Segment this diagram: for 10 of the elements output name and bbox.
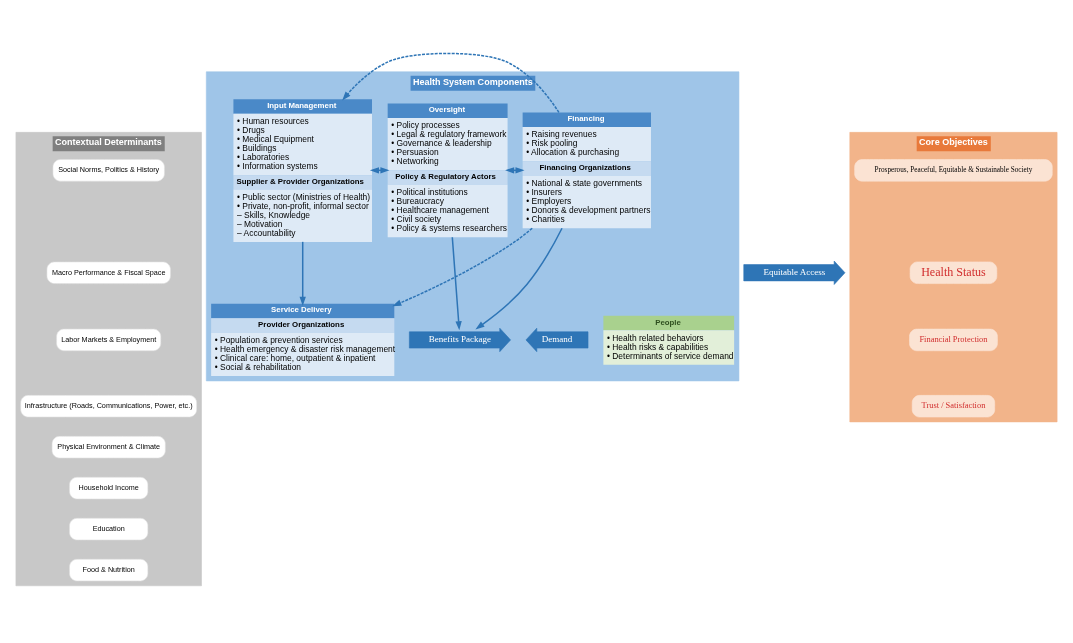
arrow <box>342 52 560 113</box>
node-box: Health Status <box>909 261 998 284</box>
node-box: Financial Protection <box>909 328 998 351</box>
arrow <box>451 236 462 330</box>
arrow <box>299 240 306 306</box>
node-box: Trust / Satisfaction <box>911 394 996 417</box>
arrow <box>392 226 533 306</box>
arrow <box>369 166 390 173</box>
arrow <box>505 166 525 173</box>
arrow <box>475 227 563 329</box>
